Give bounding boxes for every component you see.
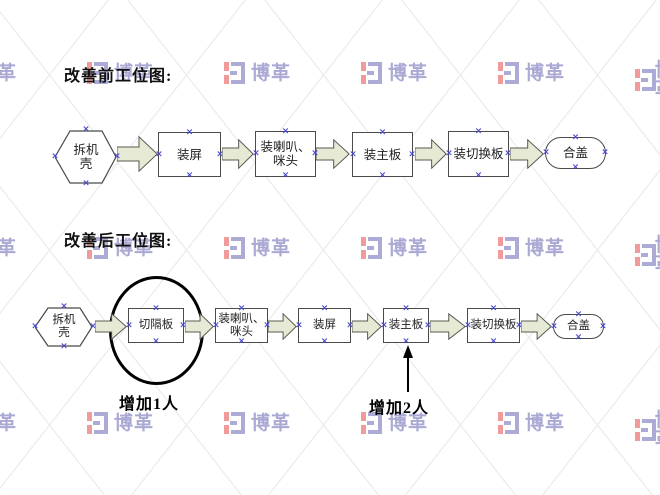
- after-title: 改善后工位图:: [64, 233, 173, 250]
- node-label: 切隔板: [138, 319, 174, 331]
- node-label: 装喇叭、咪头: [260, 140, 311, 168]
- flow-arrow-icon: [521, 312, 552, 340]
- brand-watermark-text: 博革: [0, 412, 18, 434]
- brand-watermark-text: 博革: [525, 62, 566, 84]
- node-label: 装主板: [363, 147, 402, 162]
- node-label: 装切换板: [470, 319, 517, 331]
- flow-arrow-icon: [185, 312, 214, 340]
- node-label: 装屏: [176, 147, 202, 162]
- brand-watermark-text: 博革: [0, 62, 18, 84]
- annotation-arrow-icon: [403, 345, 413, 392]
- node-before-zhuangzhuban: 装主板 ××××: [349, 128, 416, 180]
- brand-watermark: 博革: [498, 236, 565, 260]
- brand-watermark-text: 博革: [388, 412, 429, 434]
- brand-logo-icon: [635, 68, 656, 92]
- before-title: 改善前工位图:: [64, 68, 173, 85]
- annotation-add-one: 增加1人: [119, 396, 180, 413]
- brand-watermark: 博革: [87, 61, 154, 85]
- brand-logo-icon: [224, 61, 246, 85]
- brand-watermark: 博革: [635, 411, 660, 449]
- brand-watermark: 博革: [498, 61, 565, 85]
- node-label: 装主板: [388, 319, 424, 331]
- flow-arrow-icon: [117, 136, 158, 172]
- brand-watermark: 博革: [0, 411, 17, 435]
- brand-watermark: 博革: [635, 236, 660, 274]
- brand-logo-icon: [498, 411, 520, 435]
- brand-logo-icon: [361, 411, 383, 435]
- node-after-hegai: 合盖 ××××: [550, 310, 607, 342]
- brand-logo-icon: [361, 236, 383, 260]
- node-label: 装屏: [313, 319, 336, 331]
- node-label: 拆机壳: [52, 314, 76, 339]
- brand-watermark-text: 博革: [655, 61, 660, 99]
- brand-watermark: 博革: [0, 236, 17, 260]
- brand-watermark-text: 博革: [0, 237, 18, 259]
- brand-watermark: 博革: [498, 411, 565, 435]
- flow-arrow-icon: [415, 139, 447, 169]
- brand-watermark-text: 博革: [655, 411, 660, 449]
- brand-watermark-text: 博革: [388, 237, 429, 259]
- flow-arrow-icon: [222, 139, 254, 169]
- node-label: 装切换板: [453, 147, 504, 161]
- hexagon-shape: [35, 307, 93, 347]
- brand-watermark-text: 博革: [251, 412, 292, 434]
- brand-logo-icon: [87, 236, 109, 260]
- brand-watermark: 博革: [224, 411, 291, 435]
- brand-logo-icon: [361, 61, 383, 85]
- node-before-zhuangqiehuanban: 装切换板 ××××: [445, 127, 512, 180]
- brand-logo-icon: [498, 236, 520, 260]
- node-after-zhuanglaba: 装喇叭、咪头 ××××: [212, 304, 271, 346]
- node-label: 合盖: [562, 146, 588, 160]
- node-before-zhuangping: 装屏 ××××: [155, 128, 224, 180]
- brand-logo-icon: [635, 418, 656, 442]
- brand-logo-icon: [224, 236, 246, 260]
- flow-arrow-icon: [95, 312, 127, 340]
- brand-watermark: 博革: [361, 61, 428, 85]
- brand-watermark-text: 博革: [251, 237, 292, 259]
- flow-arrow-icon: [430, 312, 466, 340]
- node-label: 拆机壳: [73, 143, 99, 171]
- brand-watermark: 博革: [635, 61, 660, 99]
- brand-logo-icon: [635, 243, 656, 267]
- brand-watermark-text: 博革: [525, 412, 566, 434]
- node-after-zhuangqiehuanban: 装切换板 ××××: [464, 304, 523, 346]
- annotation-add-two: 增加2人: [369, 400, 430, 417]
- brand-watermark-text: 博革: [655, 236, 660, 274]
- node-after-zhuangping: 装屏 ××××: [295, 304, 354, 346]
- brand-watermark-text: 博革: [525, 237, 566, 259]
- brand-watermark: 博革: [361, 236, 428, 260]
- flow-arrow-icon: [268, 312, 297, 340]
- brand-logo-icon: [87, 61, 109, 85]
- flow-arrow-icon: [510, 139, 544, 169]
- brand-watermark: 博革: [87, 236, 154, 260]
- brand-watermark-text: 博革: [388, 62, 429, 84]
- brand-watermark: 博革: [0, 61, 17, 85]
- brand-logo-icon: [498, 61, 520, 85]
- brand-watermark: 博革: [224, 236, 291, 260]
- hexagon-shape: [55, 130, 117, 184]
- brand-watermark-text: 博革: [114, 237, 155, 259]
- brand-watermark: 博革: [224, 61, 291, 85]
- brand-watermark-text: 博革: [114, 62, 155, 84]
- brand-watermark-text: 博革: [114, 412, 155, 434]
- brand-watermark-text: 博革: [251, 62, 292, 84]
- node-before-hegai: 合盖 ××××: [542, 133, 609, 172]
- node-label: 合盖: [567, 320, 590, 332]
- node-before-zhuanglaba: 装喇叭、咪头 ××××: [252, 127, 319, 180]
- brand-logo-icon: [224, 411, 246, 435]
- flow-arrow-icon: [352, 312, 382, 340]
- node-before-chaijike: 拆机壳 ××××: [51, 125, 121, 188]
- brand-watermark: 博革: [87, 411, 154, 435]
- brand-watermark: 博革: [361, 411, 428, 435]
- node-after-zhuangzhuban: 装主板 ××××: [380, 304, 432, 346]
- brand-logo-icon: [87, 411, 109, 435]
- node-label: 装喇叭、咪头: [218, 312, 265, 338]
- node-after-chaijike: 拆机壳 ××××: [31, 302, 97, 351]
- flow-arrow-icon: [316, 139, 350, 169]
